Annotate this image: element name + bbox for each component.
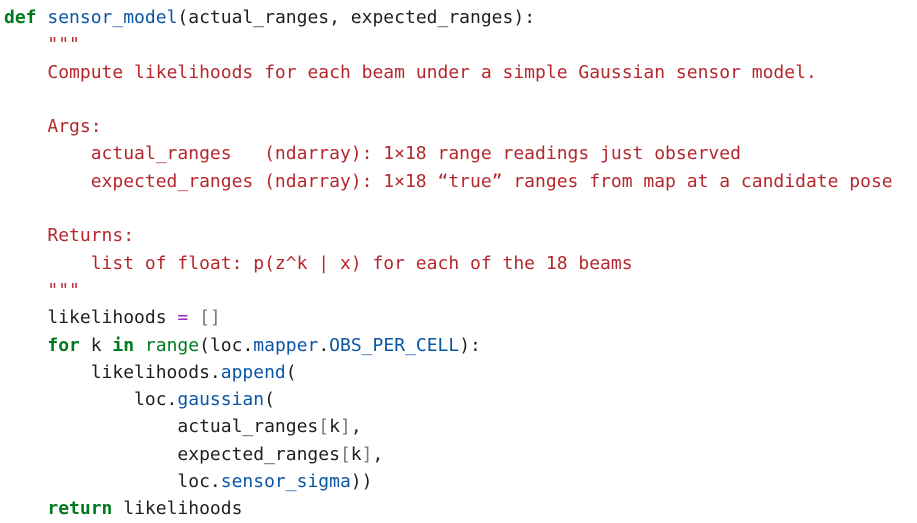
code-line: Returns: xyxy=(4,222,917,249)
code-text xyxy=(4,280,47,301)
code-function-name: sensor_model xyxy=(47,7,178,28)
code-attribute: OBS_PER_CELL xyxy=(329,334,460,356)
code-text: k xyxy=(350,443,362,465)
code-attribute: gaussian xyxy=(177,389,265,411)
code-bracket: ] xyxy=(339,416,351,438)
code-line: for k in range(loc.mapper.OBS_PER_CELL): xyxy=(4,332,917,359)
code-text xyxy=(4,34,47,55)
code-text xyxy=(4,335,47,356)
code-docstring: Args: xyxy=(47,116,102,138)
code-line xyxy=(4,195,917,222)
code-keyword: return xyxy=(47,498,113,520)
code-text xyxy=(4,171,91,192)
code-line xyxy=(4,86,917,113)
code-text: k xyxy=(329,416,340,438)
code-line: expected_ranges (ndarray): 1×18 “true” r… xyxy=(4,168,917,195)
code-docstring: list of float: p(z^k | x) for each of th… xyxy=(90,252,633,274)
code-text: loc. xyxy=(4,389,178,411)
code-line: """ xyxy=(4,31,917,58)
code-bracket: ] xyxy=(361,443,373,465)
code-line: return likelihoods xyxy=(4,495,917,522)
code-text: . xyxy=(318,334,330,356)
code-text: )) xyxy=(350,471,373,493)
code-bracket: [ xyxy=(339,443,351,465)
code-text: ): xyxy=(459,334,481,356)
code-docstring: """ xyxy=(47,279,80,301)
code-keyword: def xyxy=(4,7,37,28)
code-text: likelihoods xyxy=(112,498,243,520)
code-line: Args: xyxy=(4,113,917,140)
code-text xyxy=(134,335,145,356)
code-text: actual_ranges xyxy=(4,416,319,438)
code-text xyxy=(188,307,199,328)
code-bracket: [] xyxy=(199,307,221,329)
code-text xyxy=(4,116,47,137)
code-docstring: Compute likelihoods for each beam under … xyxy=(47,61,817,83)
code-bracket: [ xyxy=(318,416,330,438)
code-docstring: actual_ranges (ndarray): 1×18 range read… xyxy=(90,143,741,165)
code-text: , xyxy=(350,416,362,438)
code-docstring: expected_ranges (ndarray): 1×18 “true” r… xyxy=(90,170,893,192)
code-text: expected_ranges xyxy=(4,443,340,465)
code-text xyxy=(37,7,48,28)
code-attribute: mapper xyxy=(253,334,319,356)
code-attribute: append xyxy=(220,361,286,383)
code-text: k xyxy=(79,334,113,356)
code-keyword: in xyxy=(112,334,135,356)
code-text xyxy=(4,498,47,519)
code-line: actual_ranges[k], xyxy=(4,413,917,440)
code-text xyxy=(4,253,91,274)
code-line: expected_ranges[k], xyxy=(4,441,917,468)
code-text: (loc. xyxy=(199,334,254,356)
code-line: likelihoods.append( xyxy=(4,359,917,386)
code-text: ( xyxy=(285,361,297,383)
code-docstring: """ xyxy=(47,34,80,56)
code-builtin: range xyxy=(144,334,200,356)
code-text: ( xyxy=(264,389,275,411)
code-text xyxy=(4,143,91,164)
code-line: def sensor_model(actual_ranges, expected… xyxy=(4,4,917,31)
code-keyword: for xyxy=(47,334,80,356)
code-text: loc. xyxy=(4,471,221,493)
code-line: likelihoods = [] xyxy=(4,304,917,331)
code-line: """ xyxy=(4,277,917,304)
code-operator: = xyxy=(177,307,189,329)
code-text: likelihoods xyxy=(4,307,178,329)
code-line: loc.gaussian( xyxy=(4,386,917,413)
code-text: , xyxy=(372,443,384,465)
code-text: likelihoods. xyxy=(4,361,221,383)
code-text: (actual_ranges, expected_ranges): xyxy=(177,7,536,28)
code-line: loc.sensor_sigma)) xyxy=(4,468,917,495)
code-line: actual_ranges (ndarray): 1×18 range read… xyxy=(4,140,917,167)
code-text xyxy=(4,62,47,83)
code-line: Compute likelihoods for each beam under … xyxy=(4,59,917,86)
code-docstring: Returns: xyxy=(47,225,135,247)
code-line: list of float: p(z^k | x) for each of th… xyxy=(4,250,917,277)
code-attribute: sensor_sigma xyxy=(220,471,351,493)
code-text xyxy=(4,225,47,246)
